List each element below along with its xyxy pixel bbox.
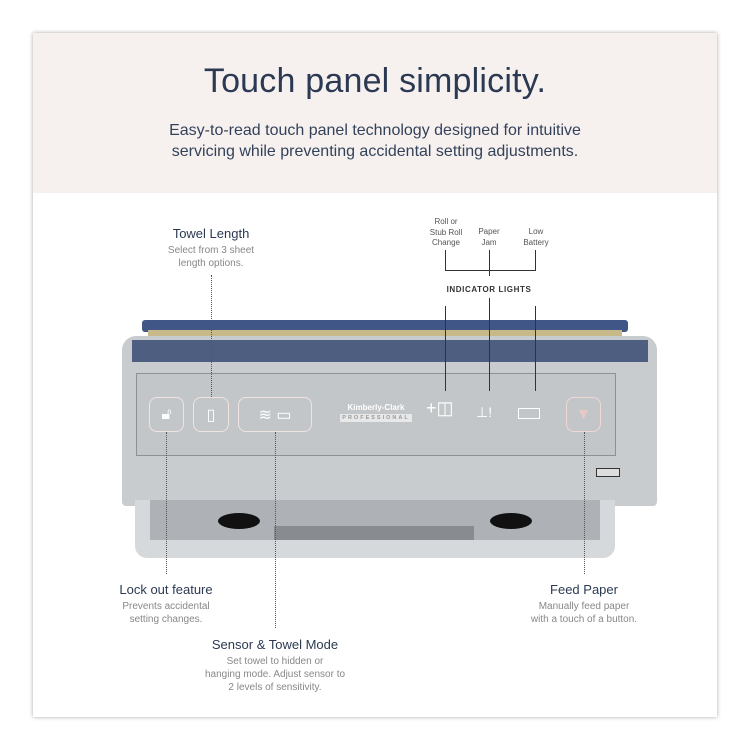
- sensor-right: [490, 513, 532, 529]
- towel-length-button[interactable]: ▯: [193, 397, 229, 432]
- logo-sub: PROFESSIONAL: [340, 414, 412, 422]
- desc-line: Manually feed paper: [538, 601, 630, 612]
- paper-roll-icon: ▯: [206, 406, 216, 424]
- desc-line: Set towel to hidden or: [226, 656, 324, 667]
- desc-line: length options.: [178, 258, 244, 269]
- hand-wave-icon: ≋ ▭: [258, 406, 292, 424]
- key-slot: [596, 468, 620, 477]
- feed-paper-button[interactable]: ▼: [566, 397, 601, 432]
- sensor-desc: Set towel to hidden or hanging mode. Adju…: [195, 655, 355, 694]
- battery-light-icon: [518, 408, 540, 419]
- dispenser-lid: [142, 320, 628, 332]
- paper-jam-light-icon: ⊥!: [476, 404, 493, 420]
- lockout-title: Lock out feature: [119, 582, 213, 597]
- indicator-lights-label: INDICATOR LIGHTS: [446, 285, 532, 294]
- feed-paper-desc: Manually feed paper with a touch of a but…: [504, 600, 664, 626]
- leader-line: [275, 432, 276, 628]
- label-line: Stub Roll: [429, 227, 463, 237]
- bracket-line: [489, 298, 490, 306]
- leader-line: [535, 306, 536, 391]
- bracket-line: [445, 250, 446, 270]
- feed-paper-icon: ▼: [575, 405, 592, 423]
- leader-line: [489, 306, 490, 391]
- subtitle-line: Easy-to-read touch panel technology desi…: [169, 122, 581, 139]
- page-subtitle: Easy-to-read touch panel technology desi…: [33, 120, 717, 162]
- label-line: Low: [528, 227, 544, 236]
- sensor-title: Sensor & Towel Mode: [211, 637, 339, 652]
- desc-line: setting changes.: [129, 614, 203, 625]
- bracket-line: [445, 270, 536, 271]
- lockout-desc: Prevents accidental setting changes.: [96, 600, 236, 626]
- desc-line: 2 levels of sensitivity.: [228, 682, 322, 693]
- label-line: Change: [431, 238, 461, 247]
- leader-line: [166, 432, 167, 574]
- towel-length-desc: Select from 3 sheet length options.: [141, 244, 281, 270]
- label-line: Jam: [481, 237, 497, 247]
- paper-slot: [274, 526, 474, 540]
- towel-length-title: Towel Length: [172, 226, 250, 241]
- leader-line: [211, 275, 212, 397]
- leader-line: [445, 306, 446, 391]
- lock-button[interactable]: 🔓︎: [149, 397, 184, 432]
- desc-line: with a touch of a button.: [530, 614, 638, 625]
- sensor-left: [218, 513, 260, 529]
- desc-line: Select from 3 sheet: [167, 245, 255, 256]
- unlock-icon: 🔓︎: [161, 405, 172, 423]
- page-title: Touch panel simplicity.: [203, 62, 547, 100]
- label-line: Battery: [523, 237, 549, 247]
- label-line: Paper: [478, 227, 500, 236]
- desc-line: hanging mode. Adjust sensor to: [204, 669, 346, 680]
- header-band: [33, 33, 717, 193]
- dispenser-top-band: [132, 340, 648, 362]
- feed-paper-title: Feed Paper: [550, 582, 618, 597]
- sensor-mode-button[interactable]: ≋ ▭: [238, 397, 312, 432]
- logo-brand: Kimberly-Clark: [347, 403, 405, 412]
- desc-line: Prevents accidental: [122, 601, 210, 612]
- bracket-line: [535, 250, 536, 270]
- bracket-line: [489, 250, 490, 276]
- roll-change-light-icon: +◫: [426, 398, 454, 418]
- leader-line: [584, 432, 585, 574]
- kimberly-clark-logo: Kimberly-Clark PROFESSIONAL: [340, 403, 412, 427]
- label-line: Roll or: [434, 217, 458, 226]
- subtitle-line: servicing while preventing accidental se…: [171, 143, 579, 160]
